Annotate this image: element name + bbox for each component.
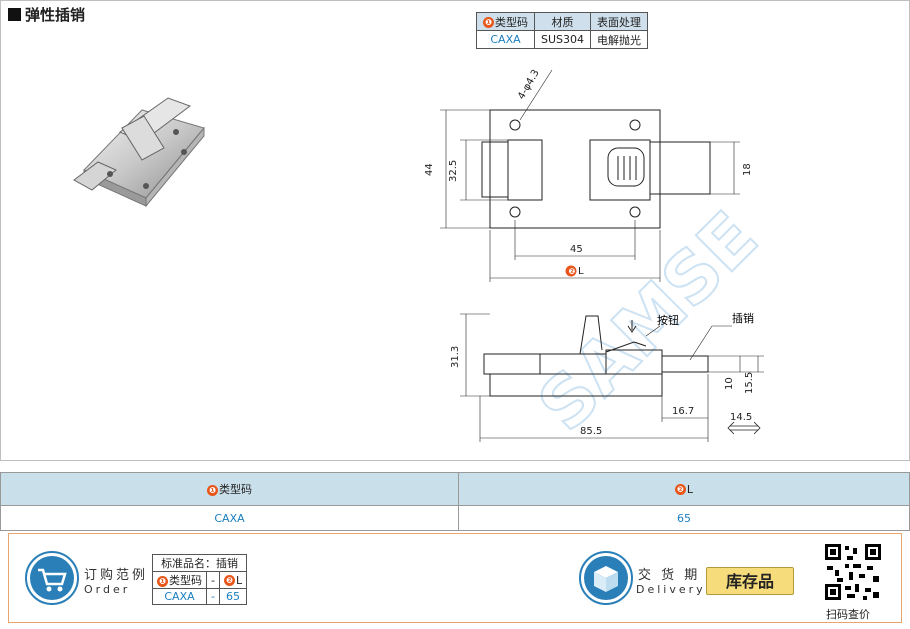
num-badge-2-circle (565, 265, 577, 277)
std-col-dash: - (206, 571, 220, 589)
main-header-type-label: 类型码 (219, 483, 252, 496)
stock-badge: 库存品 (706, 567, 794, 595)
std-val-type: CAXA (152, 588, 207, 605)
order-section (8, 533, 902, 623)
std-title: 标准品名：插销 (151, 554, 248, 572)
dim-18: 18 (742, 163, 753, 176)
dim-L: L (578, 266, 584, 277)
product-photo (73, 97, 205, 208)
dim-15-5: 15.5 (744, 372, 755, 394)
std-col-type-label: 类型码 (169, 574, 202, 587)
delivery-label-en: Delivery (636, 583, 706, 596)
qr-code-icon (823, 542, 883, 602)
delivery-box-icon (579, 551, 633, 605)
cart-icon (25, 551, 79, 605)
dim-85-5: 85.5 (580, 426, 602, 437)
num-badge-1: ❶ (157, 575, 168, 587)
technical-drawing: SAMSE 4-φ4.3 44 32.5 18 45 ❷ L (424, 68, 774, 448)
main-cell-L: 65 (458, 505, 910, 531)
dim-16-7: 16.7 (672, 406, 694, 417)
std-col-L-label: L (235, 573, 243, 587)
dim-14-5: 14.5 (730, 412, 752, 423)
main-header-L-label: L (686, 482, 694, 496)
dim-45: 45 (570, 244, 583, 255)
title-square-icon (8, 8, 21, 21)
std-val-L: 65 (218, 588, 248, 605)
pin-label: 插销 (732, 311, 754, 325)
num-badge-1: ❶ (483, 17, 494, 28)
spec-cell-material: SUS304 (533, 30, 592, 49)
num-badge-2: ❷ (223, 575, 235, 586)
qr-caption: 扫码查价 (826, 608, 870, 621)
spec-cell-surface: 电解抛光 (590, 30, 649, 49)
num-badge-1: ❶ (207, 484, 218, 496)
order-label-en: Order (84, 583, 131, 596)
spec-header-type-label: 类型码 (495, 15, 528, 29)
page-title: 弹性插销 (8, 4, 85, 25)
dim-31-3: 31.3 (450, 346, 461, 368)
spec-cell-type: CAXA (476, 30, 535, 49)
num-badge-2: ❷ (674, 484, 686, 495)
dim-hole-note: 4-φ4.3 (516, 68, 542, 102)
dim-44: 44 (424, 163, 435, 176)
spec-header-material: 材质 (533, 12, 592, 31)
order-label-cn: 订购范例 (84, 568, 149, 583)
spec-header-surface: 表面处理 (590, 12, 649, 31)
delivery-label-cn: 交 货 期 (638, 568, 701, 583)
dim-L-num: ❷ (569, 267, 576, 276)
std-val-dash: - (206, 588, 220, 605)
title-text: 弹性插销 (25, 6, 86, 24)
main-cell-type: CAXA (0, 505, 459, 531)
double-arrow-icon (727, 421, 761, 435)
button-label: 按钮 (657, 313, 679, 327)
dim-32-5: 32.5 (448, 160, 459, 182)
dim-10: 10 (724, 377, 735, 390)
